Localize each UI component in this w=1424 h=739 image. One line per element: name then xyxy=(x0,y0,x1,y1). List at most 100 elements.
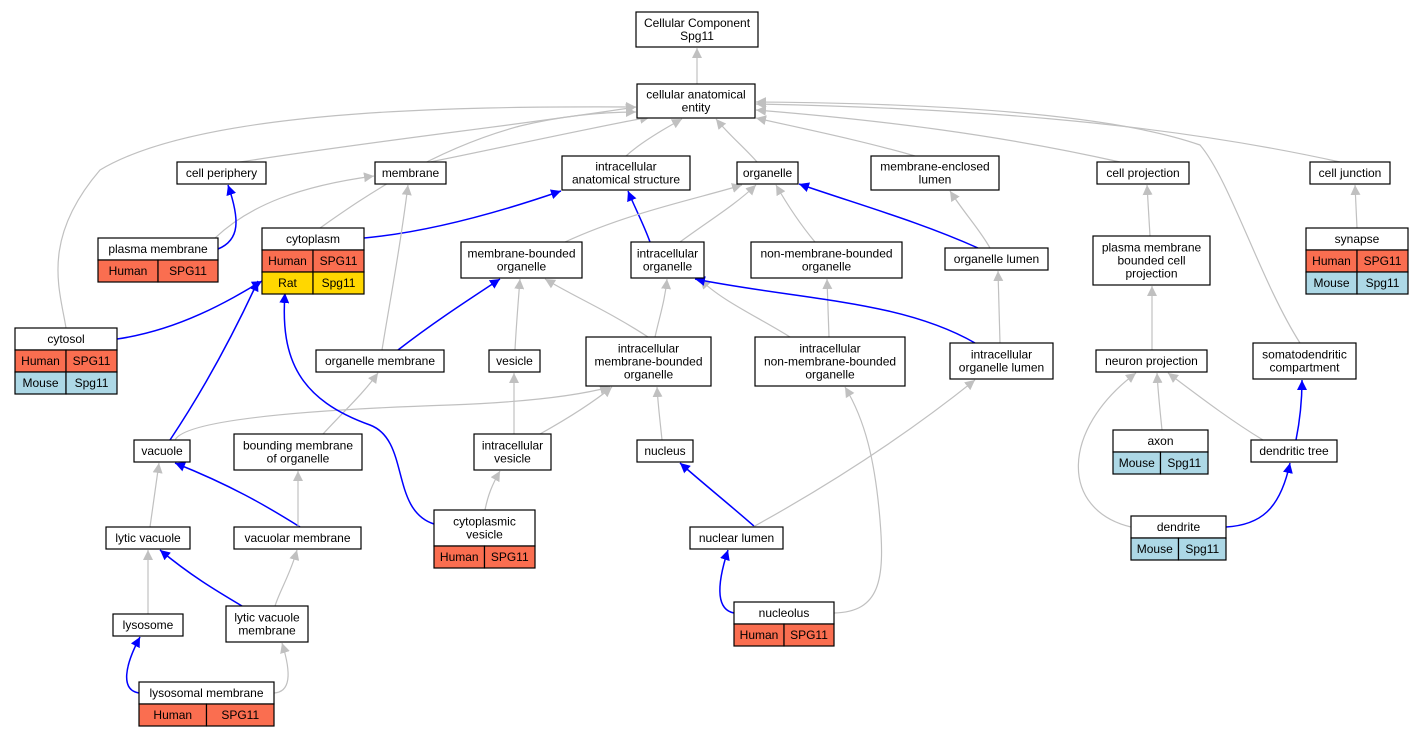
edge-iol-to-ol xyxy=(993,270,1004,344)
edge-cellproj-to-cae xyxy=(755,105,1121,163)
node-box xyxy=(561,155,691,191)
node-label: nucleus xyxy=(644,444,685,458)
node-dtree[interactable]: dendritic tree xyxy=(1250,439,1338,463)
node-vm[interactable]: vacuolar membrane xyxy=(233,526,362,550)
gene-cell xyxy=(65,371,118,395)
edge-lm-to-lysosome xyxy=(125,636,141,694)
node-box xyxy=(233,526,362,550)
node-cellproj[interactable]: cell projection xyxy=(1096,161,1190,185)
node-vacuole[interactable]: vacuole xyxy=(133,439,191,463)
edge-io-to-ias xyxy=(627,190,651,243)
edge-om-to-membrane xyxy=(381,184,412,351)
gene-cell xyxy=(312,271,365,295)
node-lysosome[interactable]: lysosome xyxy=(112,613,184,637)
node-np[interactable]: neuron projection xyxy=(1095,349,1208,373)
node-label: Cellular Component xyxy=(644,16,751,30)
node-celljunc[interactable]: cell junction xyxy=(1309,161,1391,185)
edge-imbo-to-io xyxy=(654,278,672,338)
species-label: Human xyxy=(1312,254,1351,268)
node-vesicle[interactable]: vesicle xyxy=(488,349,541,373)
node-inmbo[interactable]: intracellularnon-membrane-boundedorganel… xyxy=(754,336,906,387)
edge-vm-to-vacuole xyxy=(174,462,301,528)
node-label: nucleolus xyxy=(759,606,810,620)
species-label: Human xyxy=(440,550,479,564)
node-box xyxy=(1092,235,1211,286)
node-box xyxy=(433,509,536,547)
node-box xyxy=(944,247,1049,271)
node-nl[interactable]: nuclear lumen xyxy=(689,526,784,550)
node-ol[interactable]: organelle lumen xyxy=(944,247,1049,271)
species-label: Human xyxy=(21,354,60,368)
node-box xyxy=(1309,161,1391,185)
edge-pmbcp-to-cellproj xyxy=(1142,184,1153,237)
node-cellper[interactable]: cell periphery xyxy=(176,161,267,185)
node-om[interactable]: organelle membrane xyxy=(315,349,445,373)
edge-ol-to-organelle xyxy=(798,182,979,249)
node-label: compartment xyxy=(1269,361,1340,375)
species-label: Human xyxy=(740,628,779,642)
edge-io-to-organelle xyxy=(679,184,757,243)
edge-ol-to-mel xyxy=(949,190,991,249)
gene-label: SPG11 xyxy=(491,550,529,564)
gene-label: SPG11 xyxy=(169,264,207,278)
node-box xyxy=(1250,439,1338,463)
node-box xyxy=(736,161,799,185)
node-label: lysosomal membrane xyxy=(149,686,263,700)
edge-pm-to-cellper xyxy=(217,184,237,250)
node-label: anatomical structure xyxy=(572,173,680,187)
species-label: Mouse xyxy=(1137,542,1173,556)
node-box xyxy=(636,439,694,463)
node-label: vacuole xyxy=(141,444,183,458)
edge-lv-to-vacuole xyxy=(149,462,163,528)
edge-nl-to-nucleus xyxy=(679,462,756,528)
node-label: intracellular xyxy=(971,348,1032,362)
edge-om-to-mbo xyxy=(397,278,501,351)
node-organelle[interactable]: organelle xyxy=(736,161,799,185)
node-label: lysosome xyxy=(123,618,174,632)
gene-cell xyxy=(1177,537,1227,561)
node-box xyxy=(315,349,445,373)
gene-label: SPG11 xyxy=(320,254,358,268)
node-membrane[interactable]: membrane xyxy=(374,161,447,185)
node-lv[interactable]: lytic vacuole xyxy=(105,526,191,550)
node-box xyxy=(754,336,906,387)
node-label: vesicle xyxy=(496,354,533,368)
node-label: projection xyxy=(1125,267,1177,281)
gene-label: Spg11 xyxy=(1366,276,1400,290)
edge-cv-to-cytoplasm xyxy=(279,292,435,525)
edge-imbo-to-mbo xyxy=(544,278,649,338)
node-label: cellular anatomical xyxy=(646,88,745,102)
edge-nucleolus-to-nl xyxy=(719,549,735,614)
node-label: cytosol xyxy=(47,332,84,346)
edge-cytosol-to-cytoplasm xyxy=(116,280,263,340)
node-label: neuron projection xyxy=(1105,354,1198,368)
edge-lvm-to-vm xyxy=(274,549,300,607)
node-label: organelle xyxy=(743,166,793,180)
node-box xyxy=(374,161,447,185)
node-nucleus[interactable]: nucleus xyxy=(636,439,694,463)
